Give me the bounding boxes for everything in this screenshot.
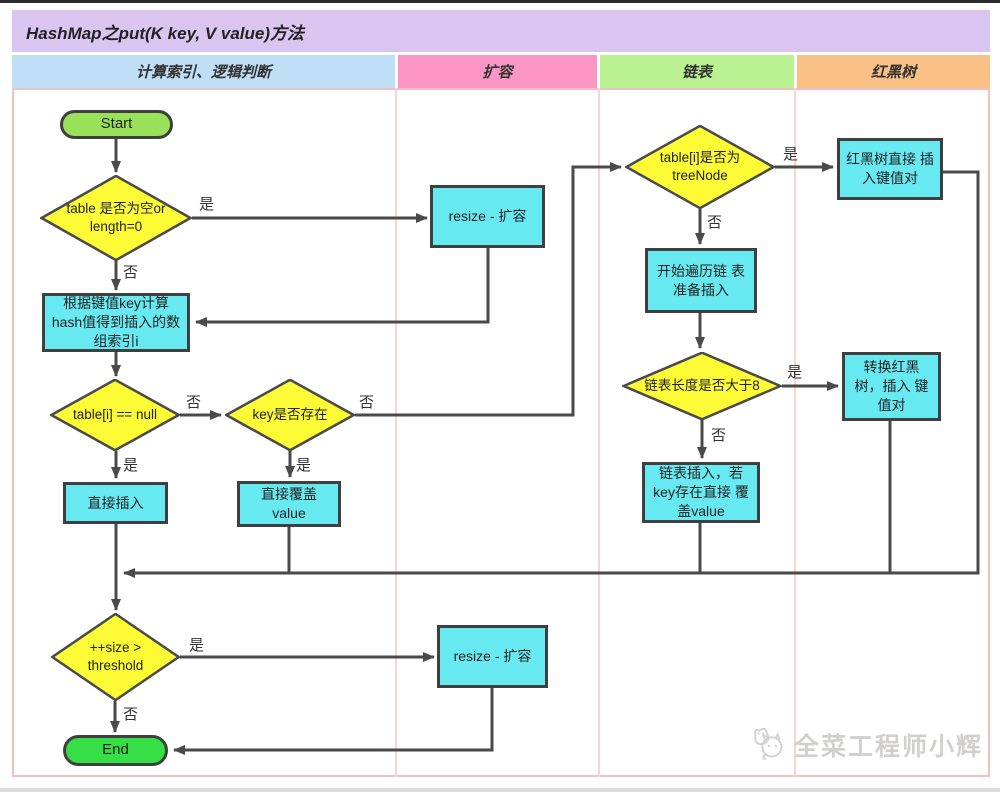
lane-separator-1 <box>395 88 397 777</box>
label-yes-empty: 是 <box>199 196 215 213</box>
process-direct-insert: 直接插入 <box>63 482 168 524</box>
decision-key-exists: key是否存在 <box>225 379 355 451</box>
cat-logo-icon <box>754 727 783 761</box>
process-resize-1: resize - 扩容 <box>430 185 545 248</box>
process-convert-rbt: 转换红黑 树，插入 键值对 <box>842 352 941 421</box>
label-yes-treenode: 是 <box>783 146 799 163</box>
decision-table-empty: table 是否为空or length=0 <box>40 175 192 261</box>
label-yes-null: 是 <box>123 457 139 474</box>
decision-size-threshold: ++size > threshold <box>51 613 180 701</box>
label-yes-size: 是 <box>189 637 205 654</box>
lane-header-linkedlist: 链表 <box>600 55 794 88</box>
label-no-null: 否 <box>186 394 202 411</box>
end-node: End <box>63 735 168 766</box>
decision-list-length: 链表长度是否大于8 <box>622 352 782 420</box>
process-rbt-insert: 红黑树直接 插入键值对 <box>837 138 943 200</box>
process-resize-2: resize - 扩容 <box>437 625 548 688</box>
start-node: Start <box>60 110 173 139</box>
lane-header-resize: 扩容 <box>398 55 597 88</box>
label-yes-keyexists: 是 <box>296 457 312 474</box>
process-calc-hash: 根据键值key计算hash值得到插入的数组索引i <box>42 293 190 352</box>
label-no-size: 否 <box>123 706 139 723</box>
bottom-window-edge <box>0 788 1000 792</box>
lane-header-rbtree: 红黑树 <box>797 55 990 88</box>
decision-is-treenode: table[i]是否为 treeNode <box>625 125 775 209</box>
page-title: HashMap之put(K key, V value)方法 <box>12 10 990 52</box>
top-window-edge <box>0 0 1000 3</box>
label-no-length: 否 <box>711 427 727 444</box>
lane-separator-3 <box>794 88 796 777</box>
label-no-treenode: 否 <box>707 214 723 231</box>
process-overwrite-value: 直接覆盖 value <box>237 481 341 527</box>
label-yes-length: 是 <box>787 364 803 381</box>
lane-separator-2 <box>598 88 600 777</box>
watermark-text: 全菜工程师小辉 <box>794 733 984 761</box>
lane-header-index-logic: 计算索引、逻辑判断 <box>12 55 395 88</box>
process-traverse-list: 开始遍历链 表准备插入 <box>645 248 757 313</box>
label-no-empty: 否 <box>123 264 139 281</box>
process-list-insert: 链表插入，若 key存在直接 覆盖value <box>642 462 760 523</box>
decision-table-i-null: table[i] == null <box>50 379 180 451</box>
label-no-keyexists: 否 <box>359 394 375 411</box>
watermark: 全菜工程师小辉 <box>746 722 983 768</box>
